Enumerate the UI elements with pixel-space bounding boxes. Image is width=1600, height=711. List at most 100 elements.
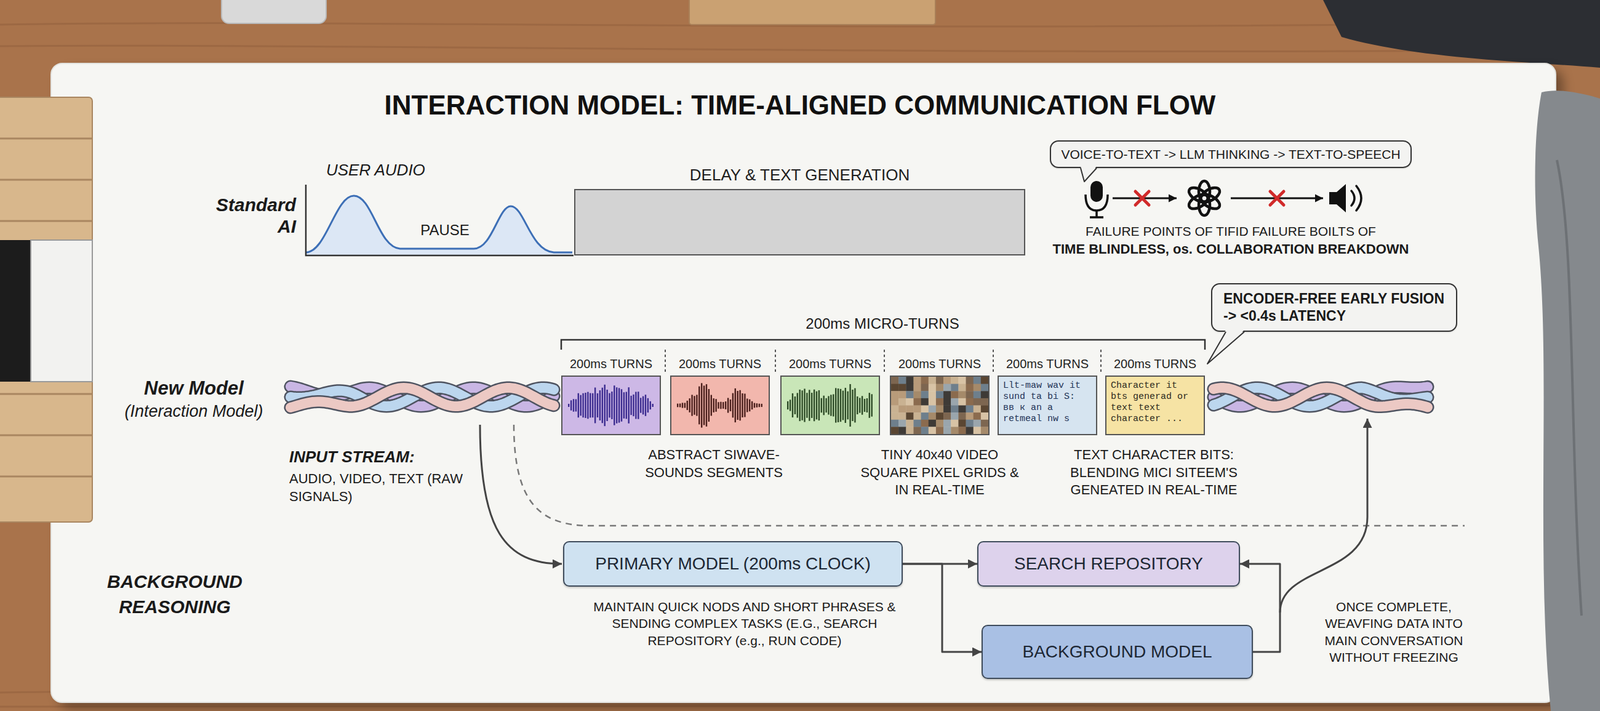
annotation-label: Standard AI xyxy=(216,194,296,237)
pixel-cell xyxy=(913,390,922,399)
grey-bag xyxy=(1535,90,1600,711)
waveform-bar xyxy=(820,398,823,413)
waveform-bar xyxy=(700,382,703,428)
waveform-bar xyxy=(722,401,724,409)
pixel-cell xyxy=(913,398,922,406)
box-heading: 200ms TURNS xyxy=(997,352,1098,376)
pixel-cell xyxy=(966,376,975,384)
pixel-cell xyxy=(905,419,914,428)
annotation-label: 200ms MICRO-TURNS xyxy=(805,315,959,333)
waveform-bar xyxy=(705,384,708,427)
annotation-label: FAILURE POINTS OF TIFID FAILURE BOILTS O… xyxy=(1085,224,1376,239)
pixel-cell xyxy=(898,384,907,392)
waveform-bar xyxy=(640,397,642,413)
pixel-cell xyxy=(958,376,967,384)
mic-stand xyxy=(1089,210,1104,218)
tile-fill xyxy=(670,375,770,436)
pixel-cell xyxy=(913,426,922,434)
pixel-cell xyxy=(905,405,914,413)
waveform-bar xyxy=(652,403,654,407)
box-heading: 200ms TURNS xyxy=(1105,352,1205,376)
waveform-bar xyxy=(686,400,688,410)
waveform-bar xyxy=(823,395,825,416)
bag-fold xyxy=(1556,160,1582,616)
pixel-cell xyxy=(905,398,914,406)
pixel-cell xyxy=(891,390,900,399)
pixel-cell xyxy=(950,376,959,384)
flow-arrow xyxy=(902,563,982,652)
pixel-grid-art xyxy=(891,376,989,434)
waveform-bar xyxy=(599,390,601,421)
waveform-bar xyxy=(717,401,719,409)
waveform-bar xyxy=(681,402,684,408)
micro-turn-bracket xyxy=(561,339,1205,350)
box-heading: 200ms TURNS xyxy=(889,352,990,376)
pixel-cell xyxy=(958,405,967,413)
waveform-bar xyxy=(696,394,698,416)
waveform-bar xyxy=(589,393,591,418)
waveform-bar xyxy=(693,395,695,415)
pixel-cell xyxy=(958,412,967,420)
signal-braid xyxy=(290,386,554,408)
waveform-bar xyxy=(713,398,715,413)
waveform-bar xyxy=(580,395,582,416)
annotation-label: ONCE COMPLETE, WEAVFING DATA INTO MAIN C… xyxy=(1313,598,1475,666)
pixel-cell xyxy=(958,398,967,406)
waveform-bar xyxy=(806,392,808,418)
pixel-cell xyxy=(913,412,922,420)
pixel-cell xyxy=(928,426,937,434)
waveform-bar xyxy=(594,387,596,424)
pixel-cell xyxy=(936,384,944,392)
pixel-cell xyxy=(898,426,907,434)
waveform-bar xyxy=(601,387,604,424)
waveform-bar xyxy=(799,389,801,421)
pixel-cell xyxy=(891,398,900,406)
callout-tail xyxy=(1211,331,1212,333)
waveform-bar xyxy=(796,392,799,418)
pixel-cell xyxy=(921,384,930,392)
waveform-bar xyxy=(801,390,803,420)
weave-back-arrow xyxy=(1280,418,1368,613)
stream-to-model-arrow xyxy=(480,424,562,564)
waveform-bar xyxy=(611,391,613,420)
pixel-cell xyxy=(973,390,982,399)
waveform-bar xyxy=(737,390,739,420)
waveform-bar xyxy=(727,397,729,413)
white-key-block xyxy=(30,240,93,382)
waveform-bar xyxy=(689,398,691,413)
wood-block xyxy=(689,0,936,25)
pixel-cell xyxy=(905,384,914,392)
waveform-bar xyxy=(787,401,789,410)
pixel-cell xyxy=(928,384,937,392)
callout-tail xyxy=(1049,168,1051,169)
pixel-cell xyxy=(898,412,907,420)
waveform-art xyxy=(561,375,661,436)
waveform-bar xyxy=(832,393,834,416)
sound-waves xyxy=(1351,185,1362,211)
waveform-bar xyxy=(813,389,815,422)
waveform-bar xyxy=(676,403,679,408)
annotation-label: USER AUDIO xyxy=(326,161,426,180)
waveform-bar xyxy=(710,395,712,416)
waveform-bar xyxy=(635,391,637,419)
pixel-cell xyxy=(913,405,922,413)
turn-tile: 200ms TURNS xyxy=(561,352,661,436)
pixel-cell xyxy=(905,412,914,420)
waveform-bar xyxy=(748,399,751,412)
annotation-label: INPUT STREAM: xyxy=(289,448,415,467)
pixel-cell xyxy=(891,412,900,420)
waveform-bar xyxy=(808,389,810,421)
pixel-cell xyxy=(921,412,930,420)
waveform-bar xyxy=(729,399,732,412)
tail-outline xyxy=(1207,331,1245,364)
process-box: PRIMARY MODEL (200ms CLOCK) xyxy=(563,540,903,587)
waveform-bar xyxy=(849,384,851,427)
box-heading: 200ms TURNS xyxy=(670,352,770,376)
waveform-bar xyxy=(794,396,796,415)
pixel-cell xyxy=(905,390,914,399)
annotation-label: New Model xyxy=(144,377,244,400)
pixel-cell xyxy=(936,398,944,406)
